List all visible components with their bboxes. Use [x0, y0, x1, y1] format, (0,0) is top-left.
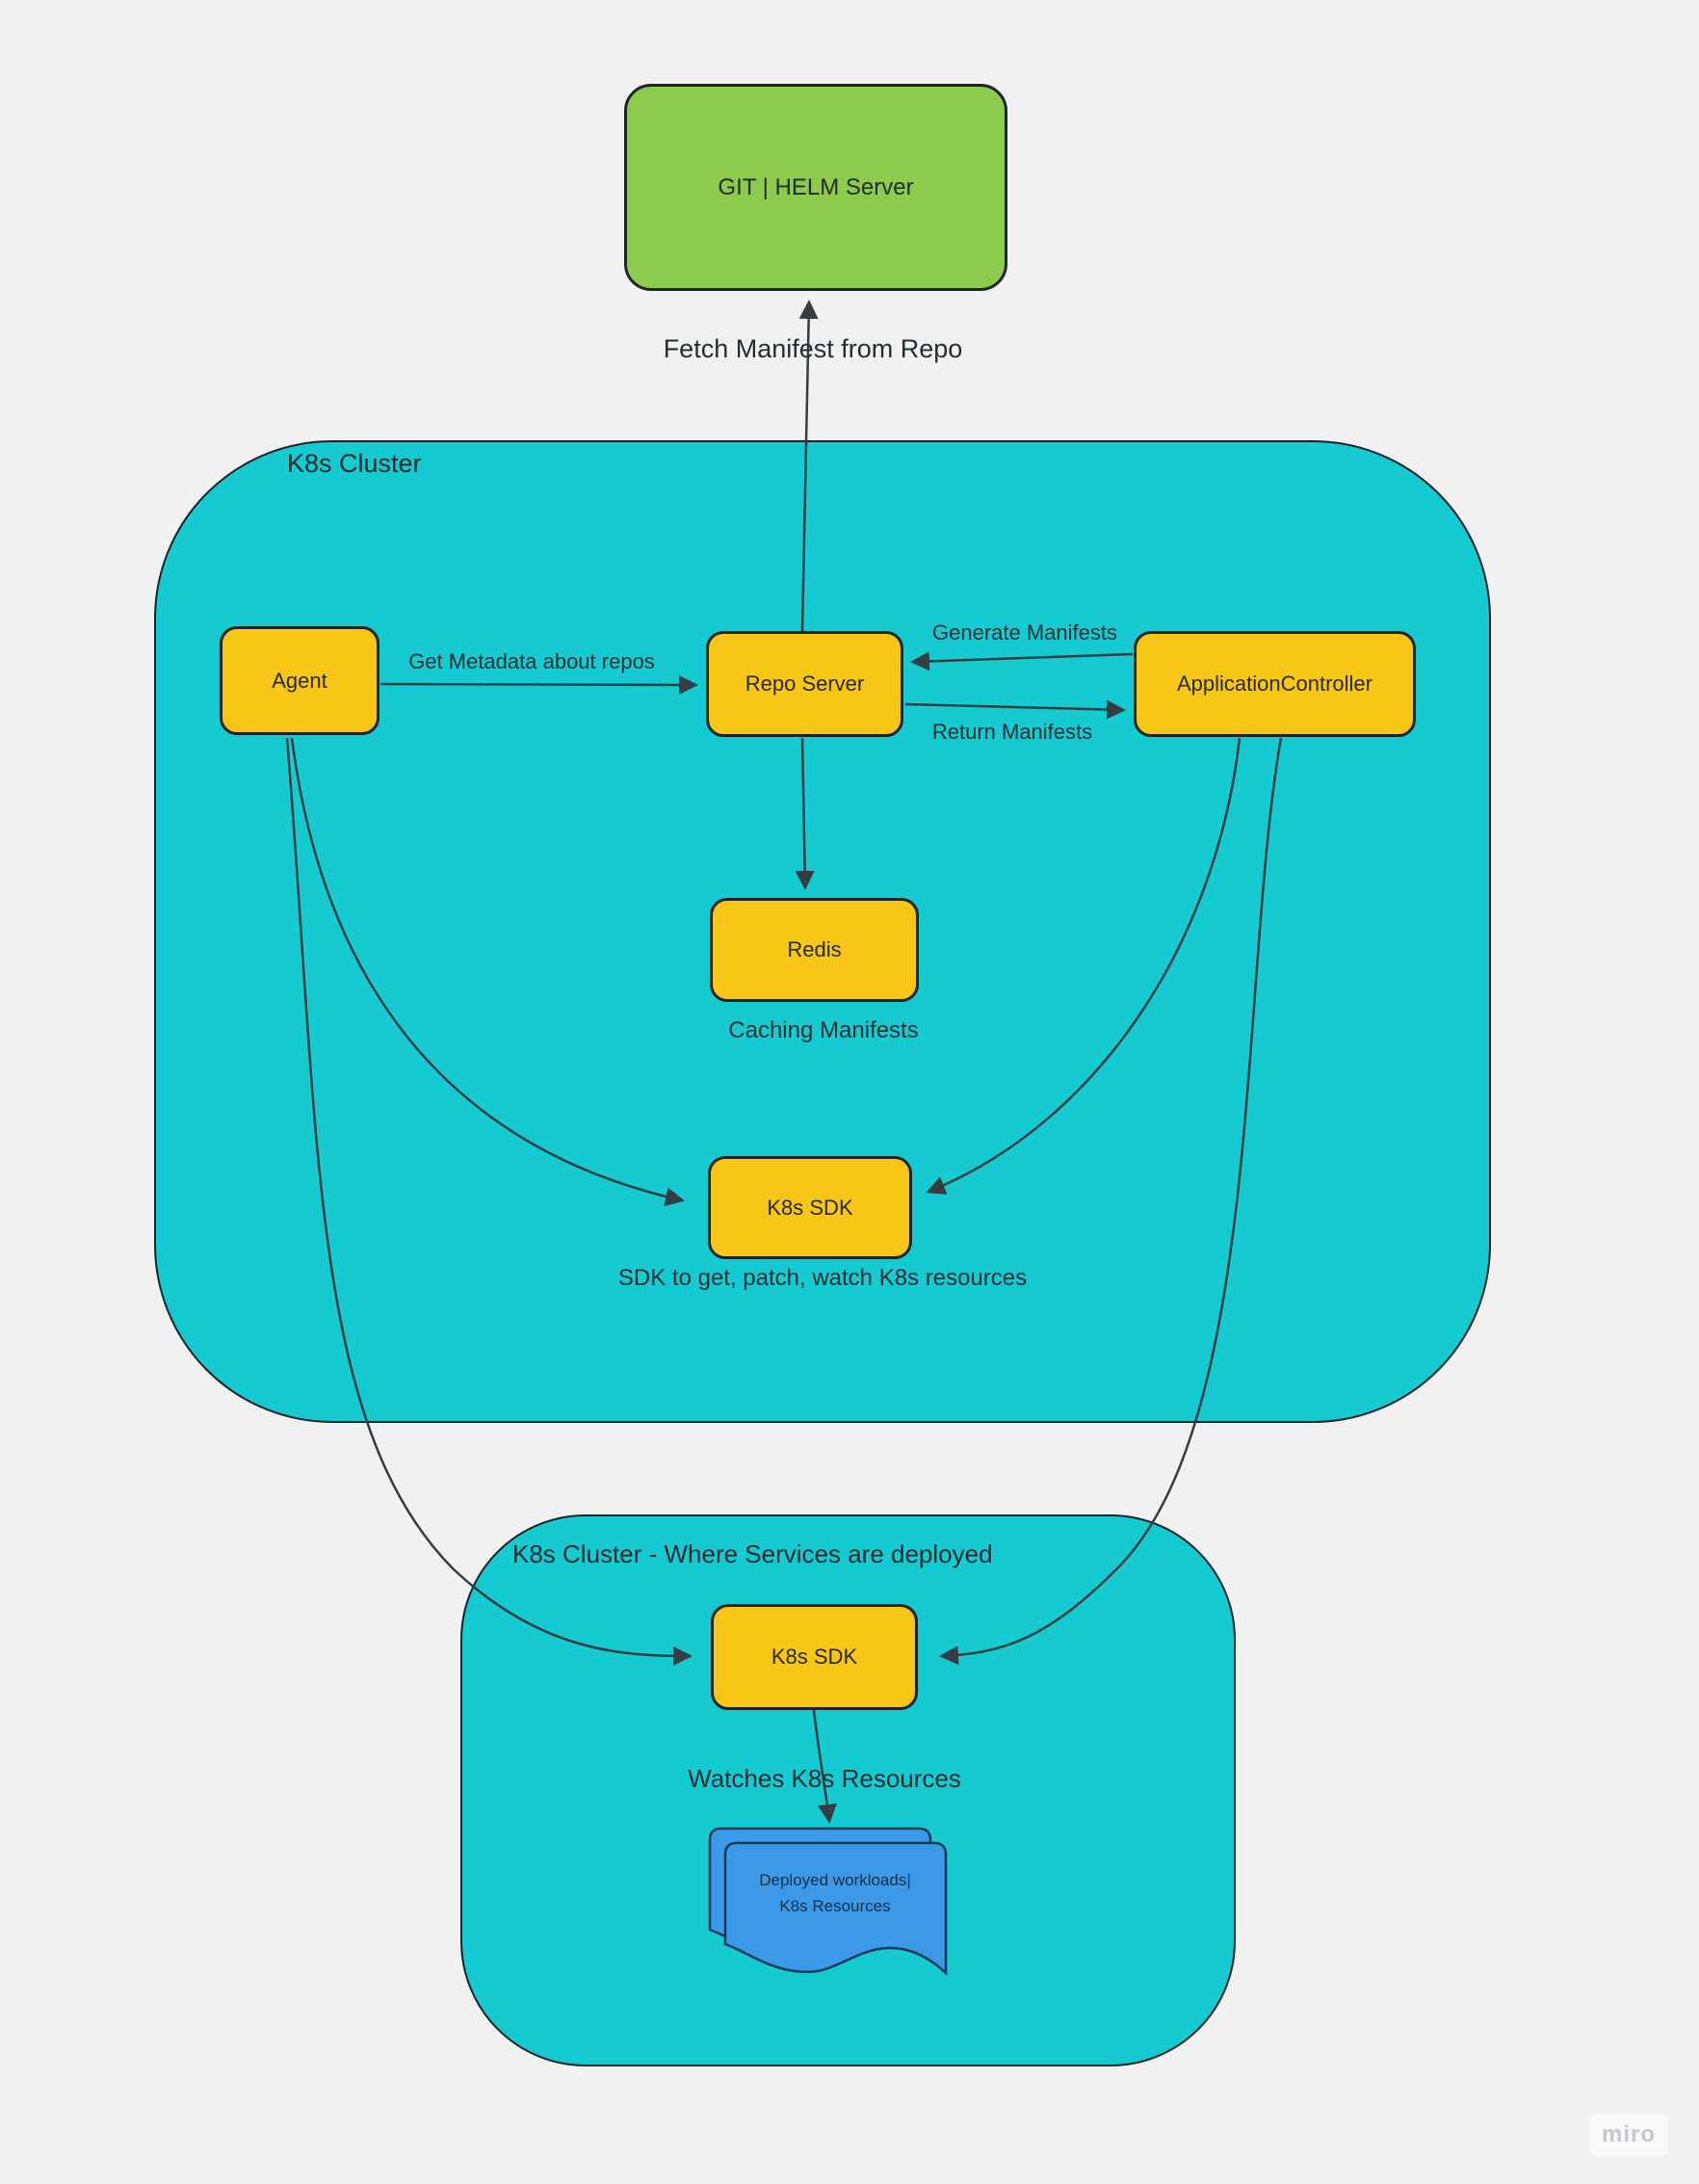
deployed-workloads-line2: K8s Resources: [779, 1897, 891, 1916]
document-shape-front[interactable]: [723, 1841, 948, 1976]
edge-app-to-deploy-sdk[interactable]: [939, 737, 1283, 1666]
redis-label: Redis: [787, 937, 842, 961]
edge-sdk-to-workloads[interactable]: [812, 1709, 837, 1824]
node-application-controller[interactable]: ApplicationController: [1134, 631, 1416, 737]
edge-app-to-repo-generate[interactable]: [910, 651, 1134, 671]
deployed-workloads-line1: Deployed workloads|: [759, 1871, 911, 1889]
label-generate-manifests: Generate Manifests: [932, 620, 1117, 645]
agent-label: Agent: [272, 668, 327, 693]
edge-app-to-sdk[interactable]: [926, 737, 1242, 1195]
node-k8s-sdk-main[interactable]: K8s SDK: [708, 1156, 912, 1259]
cluster-title: K8s Cluster: [287, 449, 422, 478]
node-repo-server[interactable]: Repo Server: [706, 631, 903, 737]
edge-repo-to-git[interactable]: [798, 300, 819, 632]
edge-agent-to-repo[interactable]: [379, 674, 698, 695]
node-redis[interactable]: Redis: [710, 898, 919, 1002]
label-watches-resources: Watches K8s Resources: [688, 1764, 961, 1793]
application-controller-label: ApplicationController: [1177, 671, 1372, 696]
node-agent[interactable]: Agent: [220, 626, 379, 735]
miro-watermark-text: miro: [1601, 2121, 1656, 2147]
edge-repo-to-app-return[interactable]: [904, 699, 1126, 720]
edge-agent-to-deploy-sdk[interactable]: [285, 737, 693, 1666]
node-git-helm-server[interactable]: GIT | HELM Server: [624, 84, 1007, 291]
git-helm-server-label: GIT | HELM Server: [718, 173, 914, 200]
label-sdk-caption: SDK to get, patch, watch K8s resources: [617, 1265, 1028, 1291]
k8s-sdk-main-label: K8s SDK: [767, 1195, 853, 1220]
label-caching-manifests: Caching Manifests: [728, 1017, 919, 1043]
cluster-deploy-title: K8s Cluster - Where Services are deploye…: [512, 1539, 993, 1568]
k8s-sdk-deploy-label: K8s SDK: [771, 1645, 858, 1669]
repo-server-label: Repo Server: [745, 671, 865, 696]
edge-agent-to-sdk[interactable]: [290, 737, 685, 1206]
label-fetch-manifest: Fetch Manifest from Repo: [663, 334, 963, 363]
edge-repo-to-redis[interactable]: [795, 737, 815, 890]
deployed-workloads-text: Deployed workloads| K8s Resources: [729, 1867, 941, 1919]
label-get-metadata: Get Metadata about repos: [408, 649, 655, 673]
miro-watermark: miro: [1589, 2114, 1668, 2156]
node-k8s-sdk-deploy[interactable]: K8s SDK: [711, 1604, 918, 1710]
label-return-manifests: Return Manifests: [931, 720, 1093, 744]
